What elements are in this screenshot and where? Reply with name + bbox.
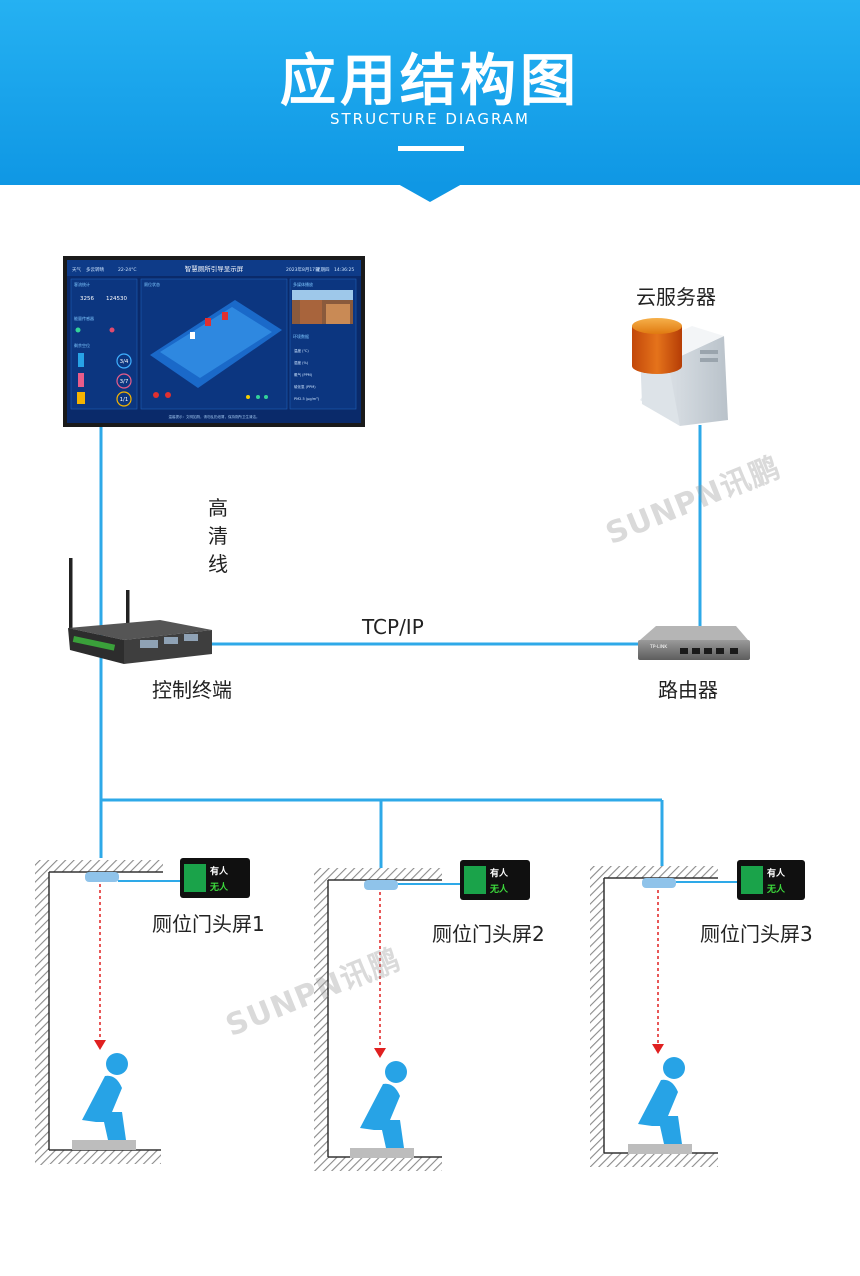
occupancy-sensor-2 [364, 880, 398, 890]
header-notch [398, 184, 462, 202]
header-banner [0, 0, 860, 185]
person-icon-3 [663, 1057, 685, 1079]
dashboard-title: 智慧厕所引导显示屏 [185, 264, 244, 273]
door-screen-1-vacant: 无人 [209, 881, 229, 893]
title-underline [398, 146, 464, 151]
page-subtitle: STRUCTURE DIAGRAM [330, 110, 530, 128]
cloud-server-label: 云服务器 [636, 285, 716, 309]
control-terminal-icon [68, 558, 212, 664]
stall-count-3: 1/1 [120, 397, 129, 403]
dashboard-time: 14:36:25 [334, 267, 354, 273]
hdmi-cable-label: 高清线 [208, 496, 228, 576]
router-brand: TP-LINK [649, 644, 668, 650]
person-icon-2 [385, 1061, 407, 1083]
cloud-server-icon [632, 318, 728, 426]
panel-visitors: 客流统计 [74, 281, 90, 287]
door-screen-3: 有人 无人 [737, 860, 805, 900]
door-screen-2-occupied: 有人 [490, 867, 509, 879]
panel-sensors: 能量传感器 [74, 315, 94, 321]
env-row-2: 湿度 (%) [294, 360, 309, 365]
toilet-stall-1 [35, 860, 163, 1165]
control-terminal-label: 控制终端 [152, 678, 232, 702]
toilet-screen-label-1: 厕位门头屏1 [152, 912, 265, 936]
occupancy-sensor-1 [85, 872, 119, 882]
dashboard-weather: 多云转晴 [86, 266, 104, 273]
visitors-today: 3256 [80, 296, 94, 302]
panel-map: 厕位状态 [144, 281, 160, 287]
panel-media: 多媒体播放 [293, 281, 313, 287]
router-label: 路由器 [658, 678, 718, 702]
toilet-screen-label-3: 厕位门头屏3 [700, 922, 813, 946]
env-row-3: 氨气 (PPM) [294, 372, 313, 377]
env-row-5: PM2.5 (μg/m³) [294, 397, 320, 401]
toilet-screen-label-2: 厕位门头屏2 [432, 922, 545, 946]
tcpip-label: TCP/IP [362, 615, 424, 639]
door-screen-1-occupied: 有人 [210, 865, 229, 877]
panel-env: 环境数据 [293, 333, 309, 339]
dashboard-weekday: 星期四 [316, 267, 330, 273]
door-screen-1: 有人 无人 [180, 858, 250, 898]
stall-count-2: 3/7 [120, 379, 129, 385]
page-title: 应用结构图 [280, 49, 580, 114]
panel-stalls: 剩余空位 [74, 342, 90, 348]
env-row-4: 硫化氢 (PPM) [294, 384, 316, 389]
door-screen-2: 有人 无人 [460, 860, 530, 900]
dashboard-footer: 温馨提示：文明如厕，请勿乱扔纸屑，保持厕所卫生清洁。 [169, 414, 260, 419]
visitors-total: 124530 [106, 296, 127, 302]
door-screen-2-vacant: 无人 [489, 883, 509, 895]
sensor-screen-links [118, 880, 737, 885]
door-screen-3-occupied: 有人 [767, 867, 786, 879]
guide-display-screen: 智慧厕所引导显示屏 天气 多云转晴 22-24°C 2023年8月17日 星期四… [63, 256, 365, 427]
dashboard-temperature: 22-24°C [118, 267, 136, 273]
toilet-stall-3 [590, 866, 718, 1167]
toilet-stall-2 [314, 868, 442, 1171]
dashboard-date: 2023年8月17日 [286, 266, 320, 273]
router-icon: TP-LINK [638, 626, 750, 660]
occupancy-sensor-3 [642, 878, 676, 888]
dashboard-weather-label: 天气 [72, 266, 81, 273]
stall-count-1: 3/4 [120, 359, 129, 365]
env-row-1: 温度 (℃) [294, 348, 309, 353]
person-icon-1 [106, 1053, 128, 1075]
door-screen-3-vacant: 无人 [766, 883, 786, 895]
